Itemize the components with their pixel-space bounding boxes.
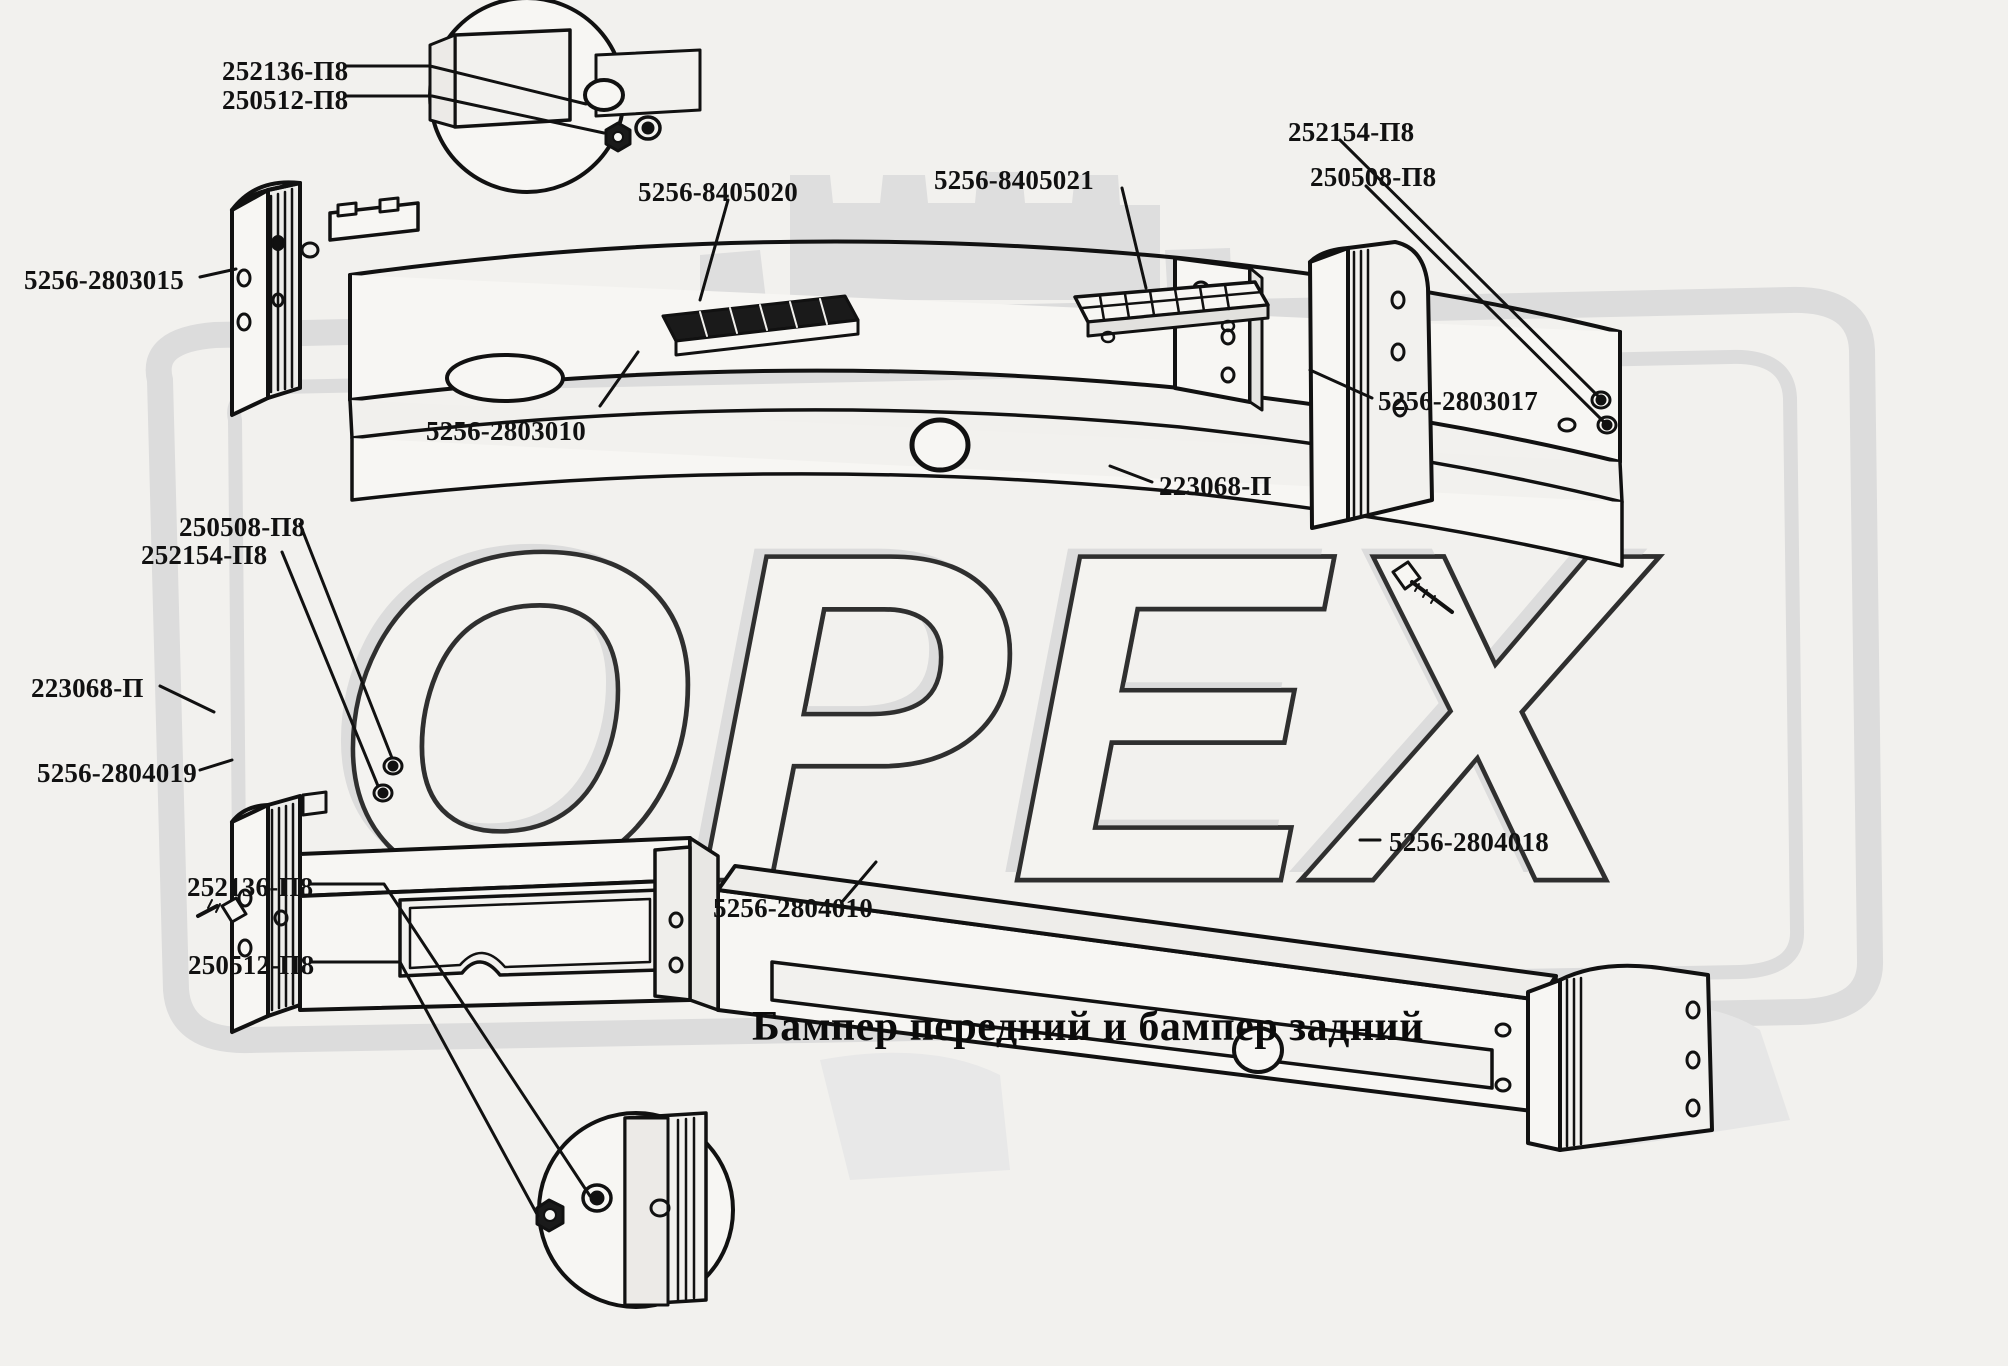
callout-250512-bottom: 250512-П8	[188, 950, 315, 980]
watermark-frame	[145, 286, 1883, 1054]
bolt-front-right	[1391, 560, 1454, 614]
callout-5256-2803015: 5256-2803015	[24, 265, 184, 295]
rear-bracket-right	[1526, 963, 1714, 1152]
leader-lines	[158, 64, 1606, 1218]
callout-5256-8405020: 5256-8405020	[638, 177, 798, 207]
rear-bumper-beam	[716, 864, 1558, 1114]
detail-circle-top	[428, 0, 702, 194]
detail-circle-bottom	[535, 1111, 735, 1309]
callout-250508-front: 250508-П8	[1310, 162, 1437, 192]
step-pad-left	[661, 294, 860, 357]
rear-bracket-left	[230, 790, 328, 1034]
bolt-rear-left	[196, 896, 248, 924]
callout-5256-2804019: 5256-2804019	[37, 758, 197, 788]
callout-252136-bottom: 252136-П8	[187, 872, 314, 902]
callout-252154-rear: 252154-П8	[141, 540, 268, 570]
callout-5256-2803017: 5256-2803017	[1378, 386, 1538, 416]
callout-250512-top: 250512-П8	[222, 85, 349, 115]
rear-channel-member	[298, 836, 720, 1012]
front-upper-plate-left	[328, 196, 420, 242]
step-pad-right	[1073, 280, 1270, 344]
callout-223068-rear: 223068-П	[31, 673, 144, 703]
svg-text:ОРЕХ: ОРЕХ	[330, 455, 1660, 980]
callout-5256-8405021: 5256-8405021	[934, 165, 1094, 195]
callout-5256-2803010: 5256-2803010	[426, 416, 586, 446]
diagram-title: Бампер передний и бампер задний	[752, 1004, 1424, 1050]
callout-252154-front: 252154-П8	[1288, 117, 1415, 147]
front-bracket-left	[230, 180, 320, 417]
callout-252136-top: 252136-П8	[222, 56, 349, 86]
callout-250508-rear: 250508-П8	[179, 512, 306, 542]
fastener-group-rear-left	[372, 756, 404, 803]
callout-5256-2804010: 5256-2804010	[713, 893, 873, 923]
watermark-blob-2	[820, 1052, 1010, 1180]
callout-5256-2804018: 5256-2804018	[1389, 827, 1549, 857]
callout-223068-front: 223068-П	[1159, 471, 1272, 501]
svg-text:ОРЕХ: ОРЕХ	[330, 455, 1660, 980]
